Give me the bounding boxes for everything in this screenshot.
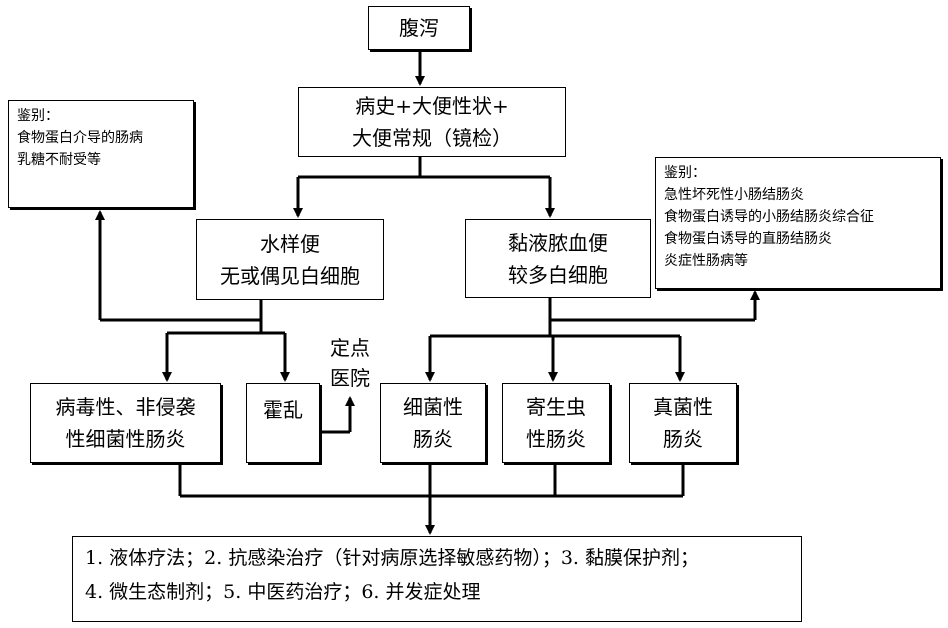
designated-hospital-line2: 医院 [330,366,370,390]
node-viral-line1: 病毒性、非侵袭 [55,395,196,419]
treatment-line1: 1. 液体疗法；2. 抗感染治疗（针对病原选择敏感药物）；3. 黏膜保护剂； [85,547,700,569]
node-parasitic-enteritis: 寄生虫 性肠炎 [502,383,610,463]
differential-note-right: 鉴别： 急性坏死性小肠结肠炎 食物蛋白诱导的小肠结肠炎综合征 食物蛋白诱导的直肠… [655,157,941,289]
node-mucus-line1: 黏液脓血便 [508,230,608,255]
label-designated-hospital: 定点 医院 [326,333,374,393]
node-diarrhea-label: 腹泻 [399,16,439,40]
note-left-item: 食物蛋白介导的肠病 [17,130,143,146]
node-history-line1: 病史+大便性状+ [355,94,509,118]
node-cholera-label: 霍乱 [263,398,303,422]
node-bacterial-enteritis: 细菌性 肠炎 [380,383,486,463]
node-viral-line2: 性细菌性肠炎 [65,427,186,451]
note-left-title: 鉴别： [17,108,59,124]
treatment-line2: 4. 微生态制剂；5. 中医药治疗；6. 并发症处理 [85,581,481,603]
note-right-item: 炎症性肠病等 [664,253,748,269]
node-watery-line1: 水样便 [260,231,320,256]
note-right-item: 食物蛋白诱导的小肠结肠炎综合征 [664,209,874,225]
note-right-item: 急性坏死性小肠结肠炎 [664,187,804,203]
node-fungal-enteritis: 真菌性 肠炎 [629,383,737,463]
differential-note-left: 鉴别： 食物蛋白介导的肠病 乳糖不耐受等 [8,100,194,208]
node-mucus-line2: 较多白细胞 [508,262,608,287]
node-parasitic-line1: 寄生虫 [526,395,586,419]
node-history: 病史+大便性状+ 大便常规（镜检） [298,87,566,157]
treatment-box: 1. 液体疗法；2. 抗感染治疗（针对病原选择敏感药物）；3. 黏膜保护剂； 4… [72,536,802,622]
node-fungal-line2: 肠炎 [663,427,703,451]
node-diarrhea: 腹泻 [368,6,470,50]
designated-hospital-line1: 定点 [330,336,370,360]
note-right-item: 食物蛋白诱导的直肠结肠炎 [664,231,832,247]
note-left-item: 乳糖不耐受等 [17,152,101,168]
note-right-title: 鉴别： [664,165,706,181]
node-watery-line2: 无或偶见白细胞 [220,263,360,288]
node-history-line2: 大便常规（镜检） [352,126,512,150]
node-cholera: 霍乱 [246,383,320,463]
node-bacterial-line1: 细菌性 [403,395,463,419]
node-bacterial-line2: 肠炎 [413,427,453,451]
node-viral-enteritis: 病毒性、非侵袭 性细菌性肠炎 [30,383,221,463]
node-parasitic-line2: 性肠炎 [526,427,586,451]
node-watery-stool: 水样便 无或偶见白细胞 [196,219,384,300]
node-fungal-line1: 真菌性 [653,395,713,419]
node-mucus-bloody-stool: 黏液脓血便 较多白细胞 [465,219,651,298]
